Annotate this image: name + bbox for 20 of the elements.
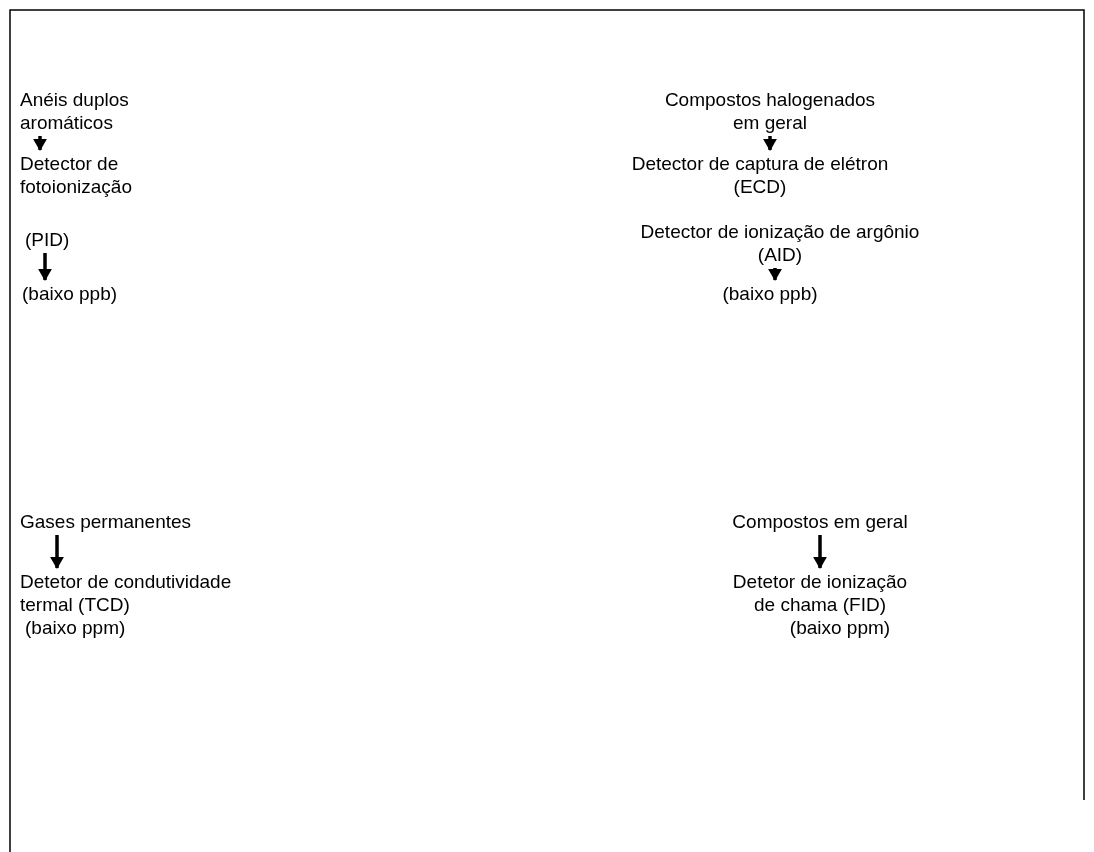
node-text: (PID) [24, 228, 71, 251]
node-text: Detector de ionização de argônio (AID) [639, 220, 921, 266]
arrow [38, 253, 52, 282]
node-text: Compostos em geral [731, 510, 909, 533]
arrow [33, 136, 47, 152]
node-text: (baixo ppm) [788, 616, 892, 639]
node-text: Compostos halogenados em geral [663, 88, 877, 134]
node-text: (baixo ppb) [721, 282, 819, 305]
arrow [763, 136, 777, 152]
node-text: Detetor de ionização de chama (FID) [731, 570, 909, 616]
node-text: Detector de captura de elétron (ECD) [630, 152, 890, 198]
node-text: Detetor de condutividade termal (TCD) [20, 570, 233, 616]
arrow [768, 268, 782, 282]
node-text: (baixo ppm) [24, 616, 127, 639]
arrow [813, 535, 827, 570]
node-text: Detector de fotoionização [20, 152, 133, 198]
arrow [50, 535, 64, 570]
node-text: Anéis duplos aromáticos [20, 88, 130, 134]
node-text: Gases permanentes [20, 510, 193, 533]
node-text: (baixo ppb) [22, 282, 119, 305]
